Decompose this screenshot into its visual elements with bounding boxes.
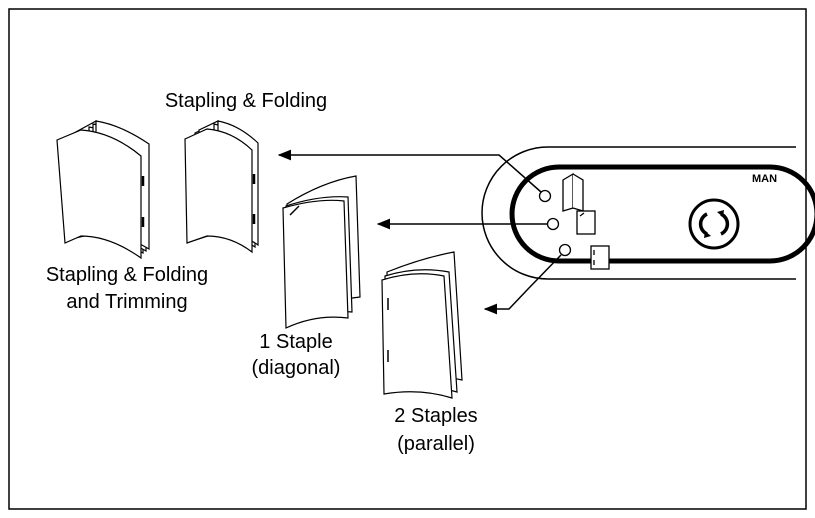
led-stapling-folding [538, 189, 552, 203]
parallel-staples-icon [590, 245, 610, 270]
label-one-staple-line2: (diagonal) [252, 357, 341, 379]
led-two-staples [558, 243, 572, 257]
panel-label: MAN [752, 173, 777, 185]
cycle-button[interactable] [688, 198, 740, 250]
cycle-icon [698, 210, 730, 238]
figure-border [8, 8, 807, 510]
diagonal-staple-icon [576, 210, 596, 235]
booklet-two-staples-parallel [381, 251, 463, 399]
label-two-staples-line2: (parallel) [397, 433, 475, 455]
led-one-staple [546, 217, 560, 231]
arrow-stapling-folding [277, 149, 542, 193]
booklet-one-staple-diagonal [282, 175, 361, 329]
arrow-two-staples [483, 254, 562, 315]
label-stapling-folding: Stapling & Folding [165, 90, 327, 112]
label-stapling-folding-trimming-line2: and Trimming [66, 291, 187, 313]
label-stapling-folding-trimming-line1: Stapling & Folding [46, 264, 208, 286]
control-panel: MAN [481, 146, 815, 280]
label-two-staples-line1: 2 Staples [394, 405, 477, 427]
folded-booklet-icon [562, 172, 584, 212]
booklet-stapling-folding [184, 120, 259, 254]
booklet-stapling-folding-trimming [56, 119, 150, 260]
label-one-staple-line1: 1 Staple [259, 331, 332, 353]
